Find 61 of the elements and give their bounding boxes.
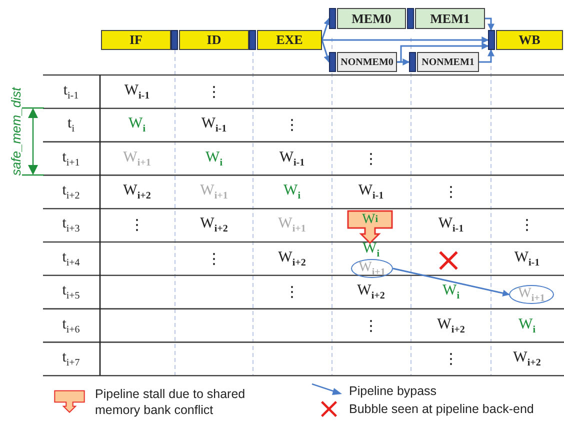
instruction-label: W$_{i}$ bbox=[442, 282, 460, 302]
instruction-label: W$_{i-1}$ bbox=[514, 249, 540, 268]
time-label: t$_{i+2}$ bbox=[62, 182, 80, 202]
instruction-label: W$_{i+1}$ bbox=[278, 216, 306, 235]
highlight-ellipse: W$_{i+1}$ bbox=[509, 285, 554, 304]
ellipsis-label: ⋮ bbox=[444, 350, 458, 368]
instruction-label: W$_{i+2}$ bbox=[278, 249, 306, 268]
connector-arrow bbox=[479, 49, 494, 63]
instruction-label: W$_{i+2}$ bbox=[200, 216, 228, 235]
instruction-label: W$_{i}$ bbox=[284, 182, 300, 202]
stage-box: ID bbox=[179, 30, 249, 50]
instruction-label: W$_{i-1}$ bbox=[201, 116, 227, 135]
instruction-label: W$_{i-1}$ bbox=[358, 182, 384, 202]
connector-arrow bbox=[322, 36, 489, 44]
time-label: t$_{i}$ bbox=[68, 116, 74, 135]
stage-box: MEM0 bbox=[337, 8, 406, 29]
time-label: t$_{i+4}$ bbox=[62, 249, 80, 268]
instruction-label: W$_{i+1}$ bbox=[123, 149, 151, 168]
bypass-arrow bbox=[392, 268, 510, 297]
instruction-label: W$_{i-1}$ bbox=[279, 149, 305, 168]
connector-arrow bbox=[485, 18, 494, 31]
instruction-label: W$_{i+2}$ bbox=[123, 182, 151, 202]
instruction-label: W$_{i-1}$ bbox=[124, 82, 150, 102]
time-label: t$_{i+1}$ bbox=[62, 149, 80, 168]
ellipsis-label: ⋮ bbox=[444, 183, 458, 202]
stage-box: MEM1 bbox=[415, 8, 485, 29]
time-label: t$_{i+5}$ bbox=[62, 282, 80, 302]
ellipsis-label: ⋮ bbox=[364, 150, 378, 168]
stage-box: IF bbox=[101, 30, 171, 50]
instruction-label: W$_{i-1}$ bbox=[438, 216, 464, 235]
connector-arrow bbox=[321, 40, 330, 63]
time-label: t$_{i-1}$ bbox=[63, 82, 79, 102]
stage-box: WB bbox=[496, 30, 563, 50]
instruction-label: W$_{i}$ bbox=[206, 149, 222, 168]
instruction-label: W$_{i+2}$ bbox=[357, 282, 385, 302]
stall-callout bbox=[347, 210, 393, 244]
time-label: t$_{i+7}$ bbox=[62, 349, 80, 368]
time-label: t$_{i+3}$ bbox=[62, 216, 80, 235]
stage-box: NONMEM0 bbox=[337, 52, 397, 72]
instruction-label: W$_{i+1}$ bbox=[200, 182, 228, 202]
ellipsis-label: ⋮ bbox=[206, 83, 222, 102]
ellipsis-label: ⋮ bbox=[284, 284, 300, 302]
instruction-label: W$_{i}$ bbox=[362, 240, 380, 260]
connector-arrow bbox=[321, 18, 330, 40]
connector-arrow bbox=[397, 42, 489, 63]
instruction-label: W$_{i}$ bbox=[128, 116, 146, 135]
legend-text: Pipeline stall due to shared memory bank conflict bbox=[95, 386, 246, 418]
ellipsis-label: ⋮ bbox=[284, 116, 300, 135]
ellipsis-label: ⋮ bbox=[206, 250, 222, 268]
time-label: t$_{i+6}$ bbox=[62, 316, 80, 335]
ellipsis-label: ⋮ bbox=[364, 317, 378, 335]
ellipsis-label: ⋮ bbox=[520, 216, 534, 235]
instruction-label: W$_{i+2}$ bbox=[437, 316, 465, 335]
distance-label: safe_mem_dist bbox=[8, 87, 24, 176]
instruction-label: W$_{i}$ bbox=[518, 316, 536, 335]
ellipsis-label: ⋮ bbox=[130, 216, 144, 235]
instruction-label: W$_{i+2}$ bbox=[513, 349, 541, 368]
legend-text: Bubble seen at pipeline back-end bbox=[349, 401, 535, 417]
stage-box: NONMEM1 bbox=[417, 52, 479, 72]
stage-box: EXE bbox=[257, 30, 322, 50]
legend-text: Pipeline bypass bbox=[349, 383, 438, 399]
